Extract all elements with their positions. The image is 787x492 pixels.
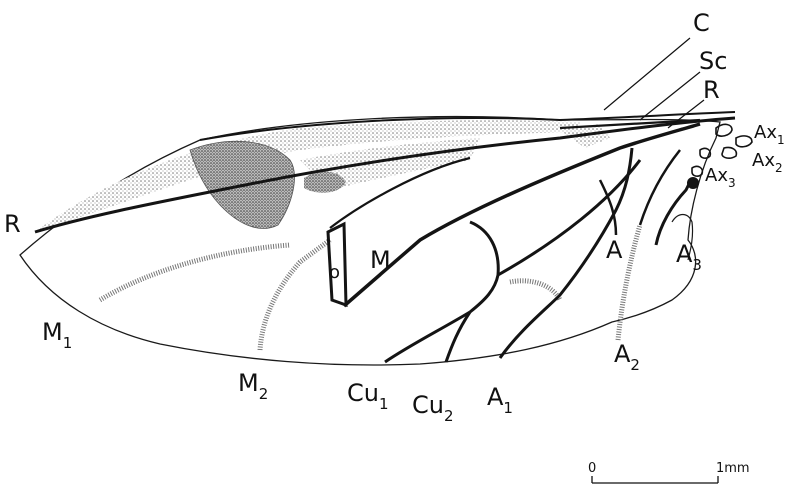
label-M2: M2 — [238, 369, 268, 403]
label-R-left: R — [4, 210, 21, 238]
label-Cu2: Cu2 — [412, 391, 454, 425]
label-C: C — [693, 9, 710, 37]
vein-A1-stippled — [510, 281, 560, 300]
scale-label-start: 0 — [588, 461, 596, 476]
label-A1: A1 — [487, 383, 513, 417]
vein-M2-stippled — [260, 240, 330, 350]
label-A2: A2 — [614, 340, 640, 374]
label-M: M — [370, 246, 391, 274]
label-o: o — [329, 262, 340, 283]
label-Ax1: Ax1 — [754, 122, 785, 147]
label-Ax3: Ax3 — [705, 165, 736, 190]
label-M1: M1 — [42, 318, 72, 352]
label-Ax2: Ax2 — [752, 150, 783, 175]
vein-Cu-stem — [470, 222, 498, 312]
scale-bar: 0 1mm — [588, 461, 750, 483]
label-Cu1: Cu1 — [347, 379, 389, 413]
leader-C — [604, 38, 690, 110]
label-Sc: Sc — [699, 47, 727, 75]
label-R-top: R — [703, 76, 720, 104]
scale-label-end: 1mm — [716, 461, 750, 476]
humeral-blob — [687, 177, 699, 189]
vein-A2-upper — [640, 150, 680, 225]
leader-Sc — [640, 72, 700, 120]
label-A3: A3 — [676, 240, 702, 274]
vein-M1-stippled — [100, 245, 290, 300]
label-A: A — [606, 236, 623, 264]
vein-A3 — [656, 178, 692, 245]
